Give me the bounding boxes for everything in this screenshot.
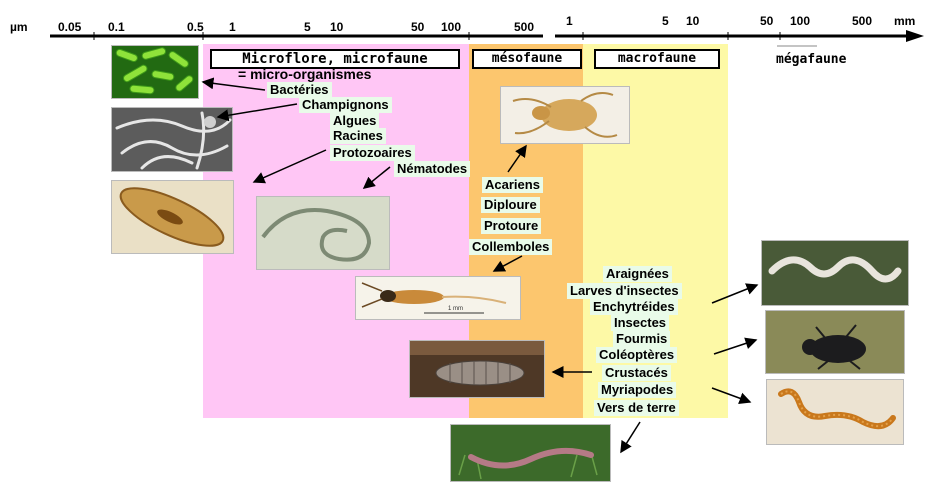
arrow-champignons	[218, 104, 297, 117]
arrow-nematodes	[364, 167, 390, 188]
arrow-bacteries	[203, 82, 265, 90]
arrow-collemboles	[494, 256, 522, 271]
arrow-myriapodes	[712, 388, 750, 402]
arrow-enchytreides	[712, 285, 757, 303]
arrow-protozoaires	[254, 150, 326, 182]
arrow-acariens	[508, 146, 526, 172]
arrow-coleopteres	[714, 340, 756, 354]
arrow-vers-de-terre	[621, 422, 640, 452]
